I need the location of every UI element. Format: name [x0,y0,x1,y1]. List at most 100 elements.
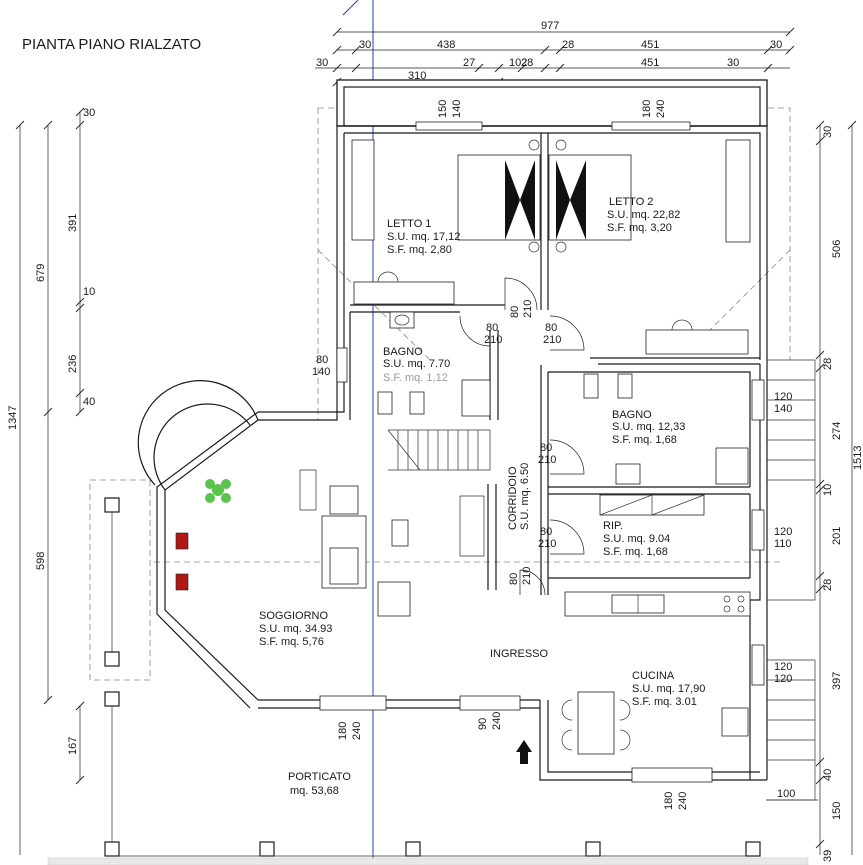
dimension-label: 210 [521,567,533,585]
dimension-label: 210 [484,334,502,346]
room-sf: S.F. mq. 1,68 [612,434,677,446]
dimension-label: 120 [774,673,792,685]
room-bagno2: BAGNO S.U. mq. 12,33 S.F. mq. 1,68 [612,409,685,446]
room-name: BAGNO [383,346,423,358]
dim-left-679: 679 [35,264,47,282]
dimension-label: 180 [663,792,675,810]
room-name: PORTICATO [288,771,351,783]
room-sf: S.F. mq. 3,20 [607,222,672,234]
room-su: S.U. mq. 22,82 [607,209,680,221]
dimension-label: 140 [451,100,463,118]
dimension-label: 210 [543,334,561,346]
heater-icon [175,573,189,591]
room-su: S.U. mq. 34.93 [259,623,332,635]
room-soggiorno: SOGGIORNO S.U. mq. 34.93 S.F. mq. 5,76 [259,610,332,648]
dim-top-r2-b: 438 [437,39,455,51]
room-name: LETTO 1 [387,218,431,230]
room-su: S.U. mq. 6.50 [519,463,531,530]
dim-top-r3-b: 27 [463,57,475,69]
dim-top-r2-d: 451 [641,39,659,51]
dimension-label: 240 [677,792,689,810]
dimension-label: 240 [655,100,667,118]
dim-right-150: 150 [831,802,843,820]
dim-left-10: 10 [83,286,95,298]
dimension-label: 80 [508,573,520,585]
kitchen-table [577,691,615,755]
right-dimensions: 1513 30 506 28 274 10 201 28 397 40 150 … [766,120,863,862]
dim-left-total: 1347 [7,406,19,430]
room-su: S.U. mq. 9.04 [603,533,670,545]
dimension-label: 180 [337,722,349,740]
room-su: S.U. mq. 12,33 [612,421,685,433]
room-su: S.U. mq. 17,12 [387,231,460,243]
dimension-label: 120 [774,661,792,673]
dim-top-r2-c: 28 [562,39,574,51]
dim-left-391: 391 [67,214,79,232]
dim-top-total: 977 [541,20,559,32]
dim-top-r3-d: 28 [521,57,533,69]
dim-right-total: 1513 [852,446,863,470]
dimension-label: 80 [509,306,521,318]
entrance-arrow-icon [516,740,532,764]
dimension-label: 150 [437,100,449,118]
dim-top-r2-e: 30 [770,39,782,51]
dimension-label: 90 [477,718,489,730]
heater-icon [175,532,189,550]
room-su: mq. 53,68 [290,785,339,797]
dimension-label: 140 [312,366,330,378]
dim-left-167: 167 [67,737,79,755]
dimension-label: 80 [545,322,557,334]
room-name: RIP. [603,520,623,532]
room-sf: S.F. mq. 1,12 [383,372,448,384]
furniture [175,139,751,764]
bottom-edge [47,857,809,865]
dimension-label: 120 [774,391,792,403]
dim-right-10: 10 [822,484,834,496]
dimension-label: 80 [316,354,328,366]
dimension-label: 210 [522,300,534,318]
opening-dimensions: 150 140 180 240 80 140 80 210 80 210 80 … [312,100,792,810]
dimension-label: 140 [774,403,792,415]
plan-title: PIANTA PIANO RIALZATO [22,36,201,53]
room-sf: S.F. mq. 5,76 [259,636,324,648]
room-name: BAGNO [612,409,652,421]
roof-outline [89,107,791,681]
plant-icon [205,479,231,503]
dimension-label: 210 [538,454,556,466]
room-porticato: PORTICATO mq. 53,68 [288,771,351,797]
dimension-label: 240 [351,722,363,740]
walls [104,79,816,857]
dim-right-39: 39 [822,850,834,862]
dim-left-598: 598 [35,552,47,570]
dim-right-506: 506 [831,240,843,258]
dim-right-30: 30 [822,126,834,138]
room-sf: S.F. mq. 2,80 [387,244,452,256]
room-corridoio: CORRIDOIO S.U. mq. 6.50 [507,463,531,530]
dim-top-r4: 310 [408,70,426,82]
dim-top-r3-e: 451 [641,57,659,69]
dim-left-236: 236 [67,355,79,373]
dim-top-r3-f: 30 [727,57,739,69]
room-sf: S.F. mq. 3.01 [632,696,697,708]
dimension-label: 180 [641,100,653,118]
room-rip: RIP. S.U. mq. 9.04 S.F. mq. 1,68 [603,520,670,558]
dim-left-40: 40 [83,396,95,408]
room-name: INGRESSO [490,648,549,660]
room-su: S.U. mq. 17,90 [632,683,705,695]
dimension-label: 120 [774,526,792,538]
room-cucina: CUCINA S.U. mq. 17,90 S.F. mq. 3.01 [632,670,705,708]
room-sf: S.F. mq. 1,68 [603,546,668,558]
room-bagno1: BAGNO S.U. mq. 7.70 S.F. mq. 1,12 [383,346,450,384]
dimension-label: 210 [538,538,556,550]
dimension-label: 80 [540,442,552,454]
dimension-label: 110 [774,538,792,550]
room-letto2: LETTO 2 S.U. mq. 22,82 S.F. mq. 3,20 [607,196,680,234]
room-name: CORRIDOIO [507,466,519,530]
dim-left-30: 30 [83,107,95,119]
dimension-label: 80 [486,322,498,334]
dim-right-397: 397 [831,672,843,690]
room-su: S.U. mq. 7.70 [383,358,450,370]
room-name: LETTO 2 [609,196,653,208]
dim-top-r3-a: 30 [316,57,328,69]
